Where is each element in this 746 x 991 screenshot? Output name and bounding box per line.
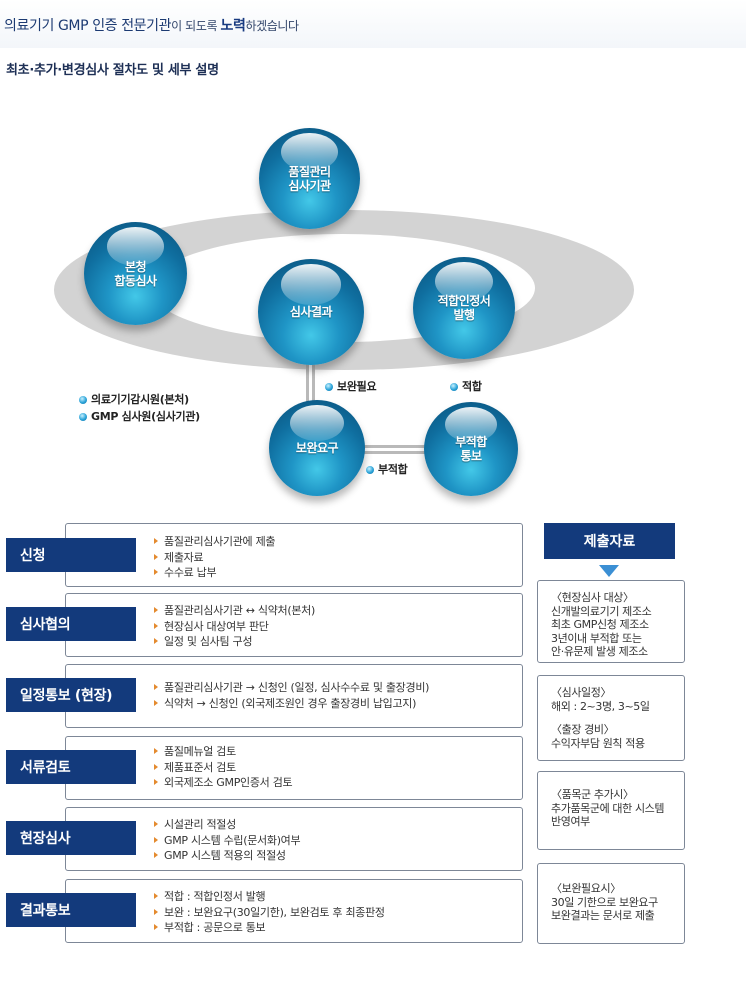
step-detail-item: 품질관리심사기관 ↔ 식약처(본처) [154,603,522,619]
side-note-product-group: 〈품목군 추가시〉 추가품목군에 대한 시스템 반영여부 [537,771,685,850]
flow-label-nonconforming: 부적합 [366,461,408,477]
submission-docs-header: 제출자료 [544,523,675,559]
bullet-dot-icon [325,383,333,391]
node-joint-review: 본청 합동심사 [84,222,187,325]
node-review-result: 심사결과 [258,259,364,365]
side-note-supplement: 〈보완필요시〉 30일 기한으로 보완요구 보완결과는 문서로 제출 [537,863,685,944]
step-box-result-notice: 적합 : 적합인정서 발행 보완 : 보완요구(30일기한), 보완검토 후 최… [65,879,523,943]
step-detail-item: 식약처 → 신청인 (외국제조원인 경우 출장경비 납입고지) [154,696,522,712]
node-quality-review-agency: 품질관리 심사기관 [259,128,360,229]
step-detail-item: 수수료 납부 [154,565,522,581]
legend-item: GMP 심사원(심사기관) [79,408,200,424]
bullet-dot-icon [79,396,87,404]
step-box-schedule-notice: 품질관리심사기관 → 신청인 (일정, 심사수수료 및 출장경비) 식약처 → … [65,664,523,728]
step-detail-item: 현장심사 대상여부 판단 [154,619,522,635]
step-label-document-review: 서류검토 [6,750,136,784]
step-detail-item: 제출자료 [154,550,522,566]
step-box-onsite-review: 시설관리 적절성 GMP 시스템 수립(문서화)여부 GMP 시스템 적용의 적… [65,807,523,871]
legend-item: 의료기기감시원(본처) [79,391,189,407]
step-detail-item: 외국제조소 GMP인증서 검토 [154,775,522,791]
step-box-application: 품질관리심사기관에 제출 제출자료 수수료 납부 [65,523,523,587]
node-supplement-request: 보완요구 [269,400,365,496]
step-label-application: 신청 [6,538,136,572]
step-detail-item: GMP 시스템 적용의 적절성 [154,848,522,864]
step-label-schedule-notice: 일정통보 (현장) [6,678,136,712]
node-conformity-certificate: 적합인정서 발행 [413,257,515,359]
step-label-onsite-review: 현장심사 [6,821,136,855]
sphere-gloss [281,133,338,172]
bullet-dot-icon [79,413,87,421]
sphere-gloss [281,264,341,305]
step-detail-item: 품질메뉴얼 검토 [154,744,522,760]
sphere-gloss [290,404,344,442]
step-box-document-review: 품질메뉴얼 검토 제품표준서 검토 외국제조소 GMP인증서 검토 [65,736,523,800]
step-detail-item: GMP 시스템 수립(문서화)여부 [154,833,522,849]
bullet-dot-icon [450,383,458,391]
arrow-down-icon [599,565,619,577]
node-nonconformity-notice: 부적합 통보 [424,402,518,496]
side-note-schedule: 〈심사일정〉 해외 : 2~3명, 3~5일 〈출장 경비〉 수익자부담 원칙 … [537,675,685,761]
side-note-onsite-target: 〈현장심사 대상〉 신개발의료기기 제조소 최초 GMP신청 제조소 3년이내 … [537,580,685,663]
step-detail-item: 부적합 : 공문으로 통보 [154,920,522,936]
step-detail-item: 일정 및 심사팀 구성 [154,634,522,650]
step-box-consultation: 품질관리심사기관 ↔ 식약처(본처) 현장심사 대상여부 판단 일정 및 심사팀… [65,593,523,657]
step-detail-item: 보완 : 보완요구(30일기한), 보완검토 후 최종판정 [154,905,522,921]
step-detail-item: 제품표준서 검토 [154,760,522,776]
header-bar [0,0,746,48]
sphere-gloss [106,227,165,267]
step-detail-item: 적합 : 적합인정서 발행 [154,889,522,905]
sphere-gloss [444,406,498,443]
connector-supplement-to-unfit [360,445,432,454]
page-subtitle: 최초·추가·변경심사 절차도 및 세부 설명 [6,63,219,78]
sphere-gloss [435,262,493,301]
step-label-result-notice: 결과통보 [6,893,136,927]
flow-label-supplement-needed: 보완필요 [325,378,377,394]
connector-result-to-supplement [306,352,315,410]
page-title: 의료기기 GMP 인증 전문기관이 되도록 노력하겠습니다 [4,18,299,34]
step-detail-item: 품질관리심사기관 → 신청인 (일정, 심사수수료 및 출장경비) [154,680,522,696]
step-detail-item: 시설관리 적절성 [154,817,522,833]
step-detail-item: 품질관리심사기관에 제출 [154,534,522,550]
step-label-consultation: 심사협의 [6,607,136,641]
bullet-dot-icon [366,466,374,474]
flow-label-conforming: 적합 [450,378,482,394]
